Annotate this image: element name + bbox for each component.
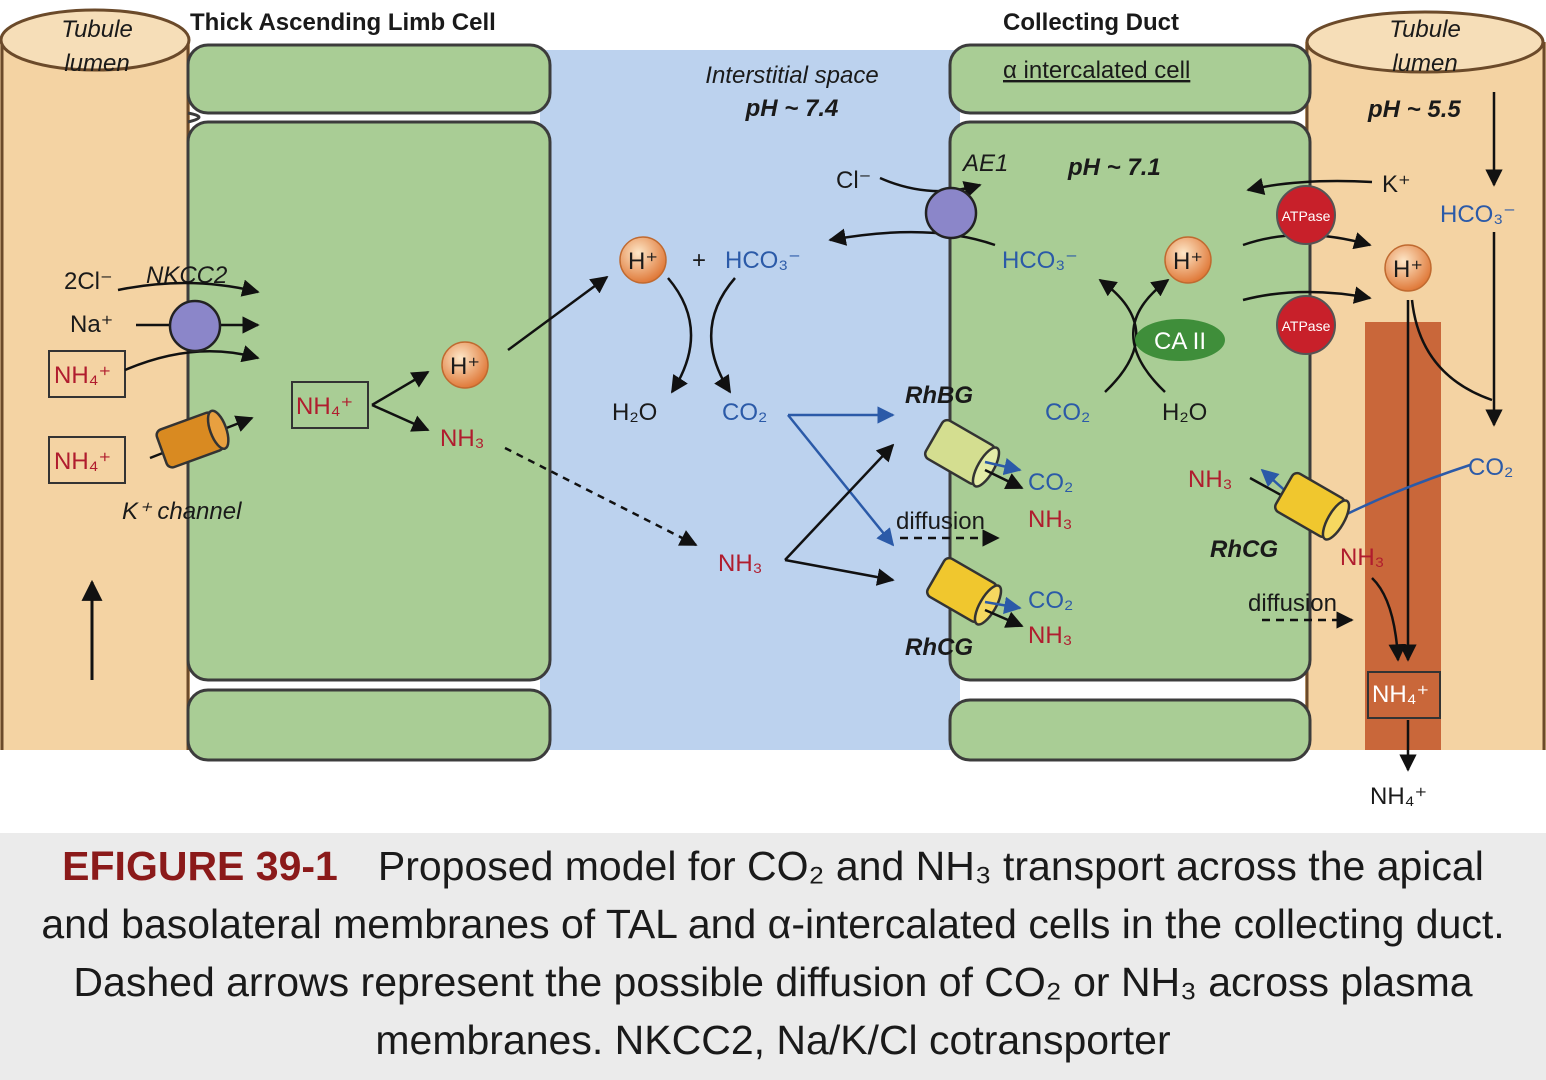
nkcc2-transporter-icon — [168, 299, 222, 353]
header-collecting-duct: Collecting Duct — [1003, 9, 1179, 36]
co2-transport-arrows — [787, 406, 895, 547]
ae1-label: AE1 — [961, 150, 1008, 177]
k-channel-label: K⁺ channel — [122, 498, 242, 525]
diffusion-label-2: diffusion — [1248, 590, 1337, 617]
rhcg-basolateral-label: RhCG — [905, 634, 973, 661]
k-channel-icon — [155, 409, 230, 469]
atpase-1-label: ATPase — [1282, 208, 1331, 224]
carbonic-reaction-arrows — [667, 277, 736, 394]
nh3-diffusion-arrow — [504, 446, 698, 547]
cl-exchange-arrow — [879, 176, 982, 198]
atpase-2-label: ATPase — [1282, 318, 1331, 334]
cd-nh3: NH₃ — [1188, 466, 1232, 493]
cd-cell-ph: pH ~ 7.1 — [1067, 154, 1161, 181]
lumen-h-ion: H⁺ — [1393, 256, 1423, 283]
interstitial-ph: pH ~ 7.4 — [745, 95, 839, 122]
lumen-nh4-channel — [1365, 322, 1441, 750]
atpase-2-icon — [1276, 295, 1336, 355]
h-to-interstitium-arrow — [507, 275, 609, 352]
interstitial-space — [540, 50, 960, 750]
lumen-co2-arrow — [1344, 463, 1471, 517]
right-lumen-label-1: Tubule — [1389, 16, 1461, 43]
nh4-dissociation-arrows — [371, 370, 430, 432]
cd-h-ball — [1164, 236, 1212, 284]
interstitial-h-ion: H⁺ — [628, 248, 658, 275]
cd-h2o: H₂O — [1162, 399, 1207, 426]
ca2-enzyme-icon — [1135, 319, 1225, 361]
interstitial-hco3: HCO₃⁻ — [725, 247, 801, 274]
k-ion: K⁺ — [1382, 171, 1411, 198]
nh3-to-nh4-arrow — [1371, 577, 1406, 662]
tal-h-ion-ball — [441, 341, 489, 389]
rhbg-transporter-icon — [923, 418, 1001, 488]
plus-sign: + — [692, 247, 706, 274]
nh4-cell-box — [291, 381, 369, 429]
left-tubule-lumen — [0, 8, 191, 750]
interstitial-nh3: NH₃ — [718, 550, 762, 577]
atpase-1-icon — [1276, 185, 1336, 245]
tal-nh4-lumen-1: NH₄⁺ — [54, 362, 111, 389]
nh4-lumen-box-1 — [48, 350, 126, 398]
rhbg-co2-out: CO₂ — [1028, 469, 1073, 496]
transport-diagram: Thick Ascending Limb Cell Collecting Duc… — [0, 8, 1546, 810]
lumen-nh3: NH₃ — [1340, 544, 1384, 571]
ca2-label: CA II — [1154, 328, 1206, 355]
lumen-h-ball — [1384, 244, 1432, 292]
rhcg-basolateral-out-arrows — [984, 596, 1024, 628]
left-lumen-label-1: Tubule — [61, 16, 133, 43]
tal-nh4-lumen-2: NH₄⁺ — [54, 448, 111, 475]
interstitial-co2: CO₂ — [722, 399, 767, 426]
tal-h-ion: H⁺ — [450, 353, 480, 380]
rhcg-apical-label: RhCG — [1210, 536, 1278, 563]
figure-label: EFIGURE 39-1 — [62, 843, 338, 889]
interstitial-h-ball — [619, 236, 667, 284]
rhcg-co2-out: CO₂ — [1028, 587, 1073, 614]
tal-nh4-cell: NH₄⁺ — [296, 393, 353, 420]
nh3-transport-arrows — [784, 443, 895, 586]
cd-co2: CO₂ — [1045, 399, 1090, 426]
rhbg-label: RhBG — [905, 382, 973, 409]
lumen-co2: CO₂ — [1468, 454, 1513, 481]
lumen-ph: pH ~ 5.5 — [1367, 96, 1461, 123]
tal-2cl-label: 2Cl⁻ — [64, 268, 113, 295]
ae1-transporter-icon — [924, 186, 978, 240]
tal-nh3: NH₃ — [440, 425, 484, 452]
lumen-hco3: HCO₃⁻ — [1440, 201, 1516, 228]
lumen-reaction-arrows — [1399, 232, 1503, 662]
interstitial-h2o: H₂O — [612, 399, 657, 426]
header-tal: Thick Ascending Limb Cell — [190, 9, 496, 36]
right-lumen-label-2: lumen — [1392, 50, 1457, 77]
interstitial-label: Interstitial space — [705, 62, 878, 89]
cd-h-ion: H⁺ — [1173, 248, 1203, 275]
caption-text: Proposed model for CO₂ and NH₃ transport… — [41, 843, 1505, 1063]
ca2-reaction-arrows — [1098, 278, 1170, 393]
rhcg-apical-icon — [1273, 471, 1351, 541]
lumen-nh4-boxed: NH₄⁺ — [1372, 681, 1429, 708]
header-alpha-cell: α intercalated cell — [1003, 57, 1190, 84]
lumen-nh4-box — [1367, 671, 1441, 719]
rhcg-basolateral-icon — [925, 556, 1003, 626]
left-lumen-label-2: lumen — [64, 50, 129, 77]
hco3-exchange-arrow — [828, 228, 996, 247]
nh4-lumen-box-2 — [48, 436, 126, 484]
tal-na-label: Na⁺ — [70, 311, 113, 338]
lumen-nh4-out: NH₄⁺ — [1370, 783, 1427, 810]
rhbg-nh3-out: NH₃ — [1028, 506, 1072, 533]
rhcg-nh3-out: NH₃ — [1028, 622, 1072, 649]
diffusion-label-1: diffusion — [896, 508, 985, 535]
cl-ion: Cl⁻ — [836, 167, 871, 194]
rhbg-out-arrows — [984, 457, 1024, 490]
collecting-duct-cells — [948, 43, 1312, 762]
cd-hco3: HCO₃⁻ — [1002, 247, 1078, 274]
